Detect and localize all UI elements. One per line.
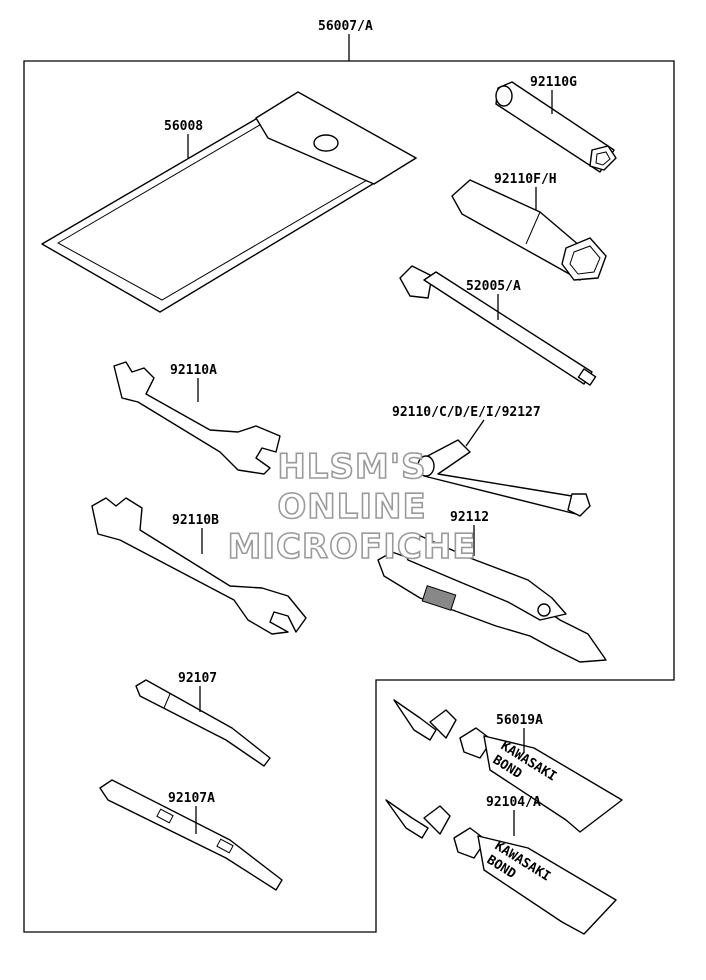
- hex-wrenches: [417, 439, 591, 517]
- watermark: HLSM'S ONLINE MICROFICHE: [227, 446, 477, 568]
- label-extension-bar: 52005/A: [466, 279, 521, 294]
- plug-wrench-large: [451, 179, 607, 281]
- extension-bar: [399, 265, 597, 386]
- screwdriver-phillips: [135, 679, 271, 767]
- bond-tube-2: KAWASAKI BOND: [385, 799, 617, 935]
- label-wrench-a: 92110A: [170, 363, 217, 378]
- diagram-frame: [23, 60, 675, 933]
- leader-hex-wrenches: [465, 419, 485, 447]
- tool-bag: [41, 91, 417, 313]
- label-screwdriver-phillips: 92107: [178, 671, 217, 686]
- plug-wrench-small: [495, 81, 617, 173]
- label-plug-wrench-large: 92110F/H: [494, 172, 557, 187]
- label-kit: 56007/A: [318, 19, 373, 34]
- label-bag: 56008: [164, 119, 203, 134]
- bond-tube-1: KAWASAKI BOND: [393, 699, 623, 833]
- label-pliers: 92112: [450, 510, 489, 525]
- watermark-line-3: MICROFICHE: [227, 527, 476, 567]
- watermark-line-1: HLSM'S: [277, 447, 426, 487]
- label-bond-2: 92104/A: [486, 795, 541, 810]
- label-plug-wrench-small: 92110G: [530, 75, 577, 90]
- label-hex-wrenches: 92110/C/D/E/I/92127: [392, 405, 541, 420]
- wrench-a: [113, 361, 281, 475]
- wrench-b: [91, 497, 307, 635]
- label-wrench-b: 92110B: [172, 513, 219, 528]
- label-screwdriver-flat: 92107A: [168, 791, 215, 806]
- watermark-line-2: ONLINE: [277, 487, 426, 527]
- screwdriver-flat: [99, 779, 283, 891]
- pliers: [377, 533, 607, 663]
- label-bond-1: 56019A: [496, 713, 543, 728]
